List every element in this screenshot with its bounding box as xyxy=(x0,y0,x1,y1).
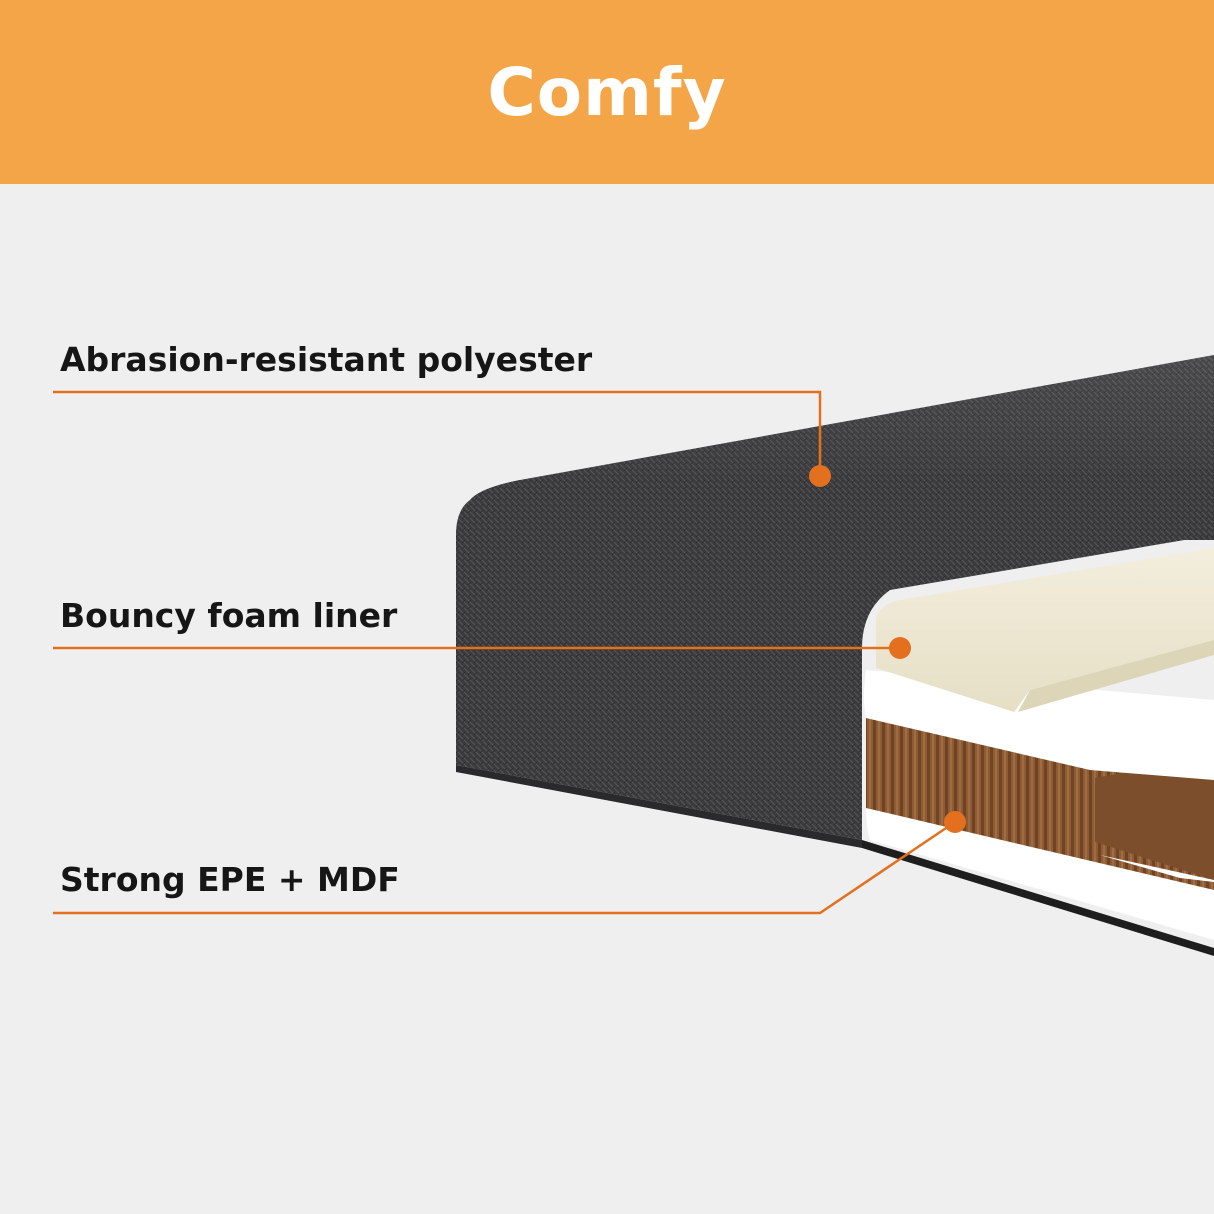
callout-line-polyester xyxy=(53,390,822,476)
base-edge xyxy=(862,840,1214,956)
page-title: Comfy xyxy=(487,53,727,131)
callout-dot-foam xyxy=(889,637,911,659)
foam-liner-layer xyxy=(876,548,1214,712)
callout-dot-polyester xyxy=(809,465,831,487)
callout-label-foam: Bouncy foam liner xyxy=(60,596,398,635)
fabric-front-face xyxy=(456,470,1214,848)
header-banner: Comfy xyxy=(0,0,1214,184)
callout-dot-epe-mdf xyxy=(944,811,966,833)
callout-label-epe-mdf: Strong EPE + MDF xyxy=(60,860,400,899)
callout-label-polyester: Abrasion-resistant polyester xyxy=(60,340,593,379)
callout-line-epe-mdf xyxy=(53,820,956,915)
epe-layer-top xyxy=(864,670,1214,780)
epe-layer-bottom xyxy=(866,800,1214,940)
callout-lines xyxy=(53,390,956,915)
callout-dots xyxy=(809,465,966,833)
